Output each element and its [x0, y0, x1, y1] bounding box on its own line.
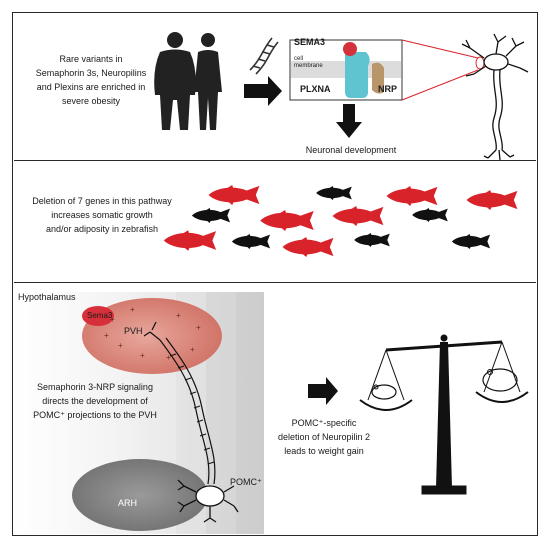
text-line: membrane	[294, 63, 323, 69]
text-line: severe obesity	[61, 96, 121, 106]
text-line: deletion of Neuropilin 2	[277, 432, 371, 442]
text-line: POMC⁺ projections to the PVH	[33, 410, 157, 420]
plxna-label: PLXNA	[300, 84, 331, 94]
axon-segments	[169, 353, 215, 465]
fish-red	[282, 237, 334, 257]
fish-black	[191, 208, 231, 223]
fish-black	[316, 186, 352, 200]
svg-text:+: +	[166, 353, 171, 362]
text-line: Rare variants in	[59, 54, 123, 64]
lean-person-silhouette	[194, 33, 222, 130]
dna-icon	[249, 37, 279, 75]
nrp-receptor	[372, 62, 384, 94]
plexin-receptor	[345, 52, 370, 98]
fish-red	[208, 185, 260, 205]
pomc-label: POMC⁺	[230, 477, 262, 487]
svg-text:+: +	[140, 351, 145, 360]
hypothalamus-label: Hypothalamus	[18, 292, 76, 302]
fish-red	[332, 206, 384, 226]
zebrafish-group	[163, 185, 518, 257]
nrp-label: NRP	[378, 84, 398, 94]
arrow-right-icon-2	[308, 377, 338, 405]
svg-text:+: +	[104, 331, 109, 340]
panel-divider-1	[14, 160, 536, 161]
sema3-label: SEMA3	[294, 37, 326, 47]
sema3-ligand	[343, 42, 357, 56]
cell-membrane-label: cell membrane	[294, 56, 323, 70]
pvh-region	[82, 298, 222, 374]
text-line: and/or adiposity in zebrafish	[45, 224, 159, 234]
arh-region	[72, 459, 208, 531]
svg-text:+: +	[118, 341, 123, 350]
panel-divider-2	[14, 282, 536, 283]
svg-text:+: +	[176, 311, 181, 320]
text-line: Deletion of 7 genes in this pathway	[32, 196, 172, 206]
fish-black	[412, 208, 448, 222]
sema3-blob	[82, 306, 114, 326]
fish-red	[386, 186, 438, 206]
arrow-right-icon	[244, 76, 282, 106]
text-line: and Plexins are enriched in	[36, 82, 146, 92]
svg-text:+: +	[196, 323, 201, 332]
pomc-axon	[143, 321, 216, 485]
pvh-dots: +++ +++ +++	[104, 305, 201, 362]
fish-red	[466, 190, 518, 210]
svg-text:+: +	[110, 315, 115, 324]
text-line: Semaphorin 3-NRP signaling	[37, 382, 153, 392]
svg-text:+: +	[190, 345, 195, 354]
result-description: POMC⁺-specific deletion of Neuropilin 2 …	[262, 416, 386, 458]
figure-frame	[12, 12, 538, 536]
pomc-neuron	[177, 479, 239, 523]
svg-text:+: +	[130, 305, 135, 314]
mouse-obese	[482, 368, 518, 392]
neuron-icon	[461, 33, 529, 161]
text-line: increases somatic growth	[51, 210, 153, 220]
pvh-label: PVH	[124, 326, 143, 336]
weight-scale-icon	[359, 334, 529, 495]
text-line: directs the development of	[42, 396, 148, 406]
signaling-description: Semaphorin 3-NRP signaling directs the d…	[20, 380, 170, 422]
text-line: Semaphorin 3s, Neuropilins	[35, 68, 147, 78]
panel1-description: Rare variants in Semaphorin 3s, Neuropil…	[26, 52, 156, 108]
text-line: cell	[294, 56, 304, 62]
fish-red	[260, 210, 314, 231]
fish-black	[231, 234, 271, 249]
neuronal-development-label: Neuronal development	[305, 145, 397, 155]
receptor-box	[289, 39, 403, 101]
text-line: leads to weight gain	[284, 446, 364, 456]
panel2-description: Deletion of 7 genes in this pathway incr…	[18, 194, 186, 236]
arh-label: ARH	[118, 498, 138, 508]
text-line: POMC⁺-specific	[291, 418, 357, 428]
mouse-lean	[371, 384, 397, 400]
fish-black	[354, 233, 390, 247]
obese-person-silhouette	[154, 32, 196, 130]
arrow-down-icon	[336, 104, 362, 138]
sema3-region-label: Sema3	[87, 311, 113, 320]
fish-black	[451, 234, 491, 249]
